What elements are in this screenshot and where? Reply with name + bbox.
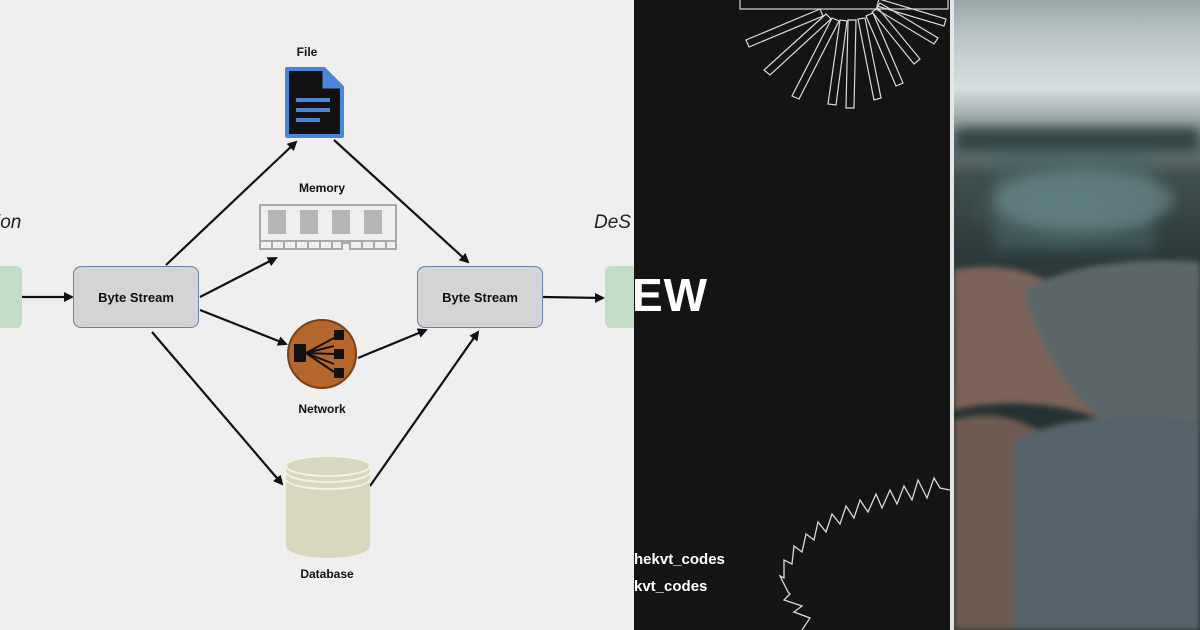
banner-title: EW — [634, 269, 709, 321]
arrow-stream-to-network — [199, 308, 288, 346]
diagram-panel: ion DeS Byte Stream Byte Stream File — [0, 0, 634, 630]
byte-stream-right: Byte Stream — [417, 266, 543, 328]
photo-panel — [954, 0, 1200, 630]
arrow-stream-to-target — [542, 292, 605, 303]
database-label: Database — [300, 567, 354, 581]
arrow-stream-to-file — [165, 140, 298, 266]
arrow-stream-to-database — [151, 331, 284, 486]
file-icon — [285, 67, 344, 138]
diagram-arrows — [22, 139, 605, 487]
handle-line-1: hekvt_codes — [634, 551, 725, 568]
serialization-label: ion — [0, 212, 22, 233]
source-object-block — [0, 266, 22, 328]
deserialization-label: DeS — [594, 212, 631, 233]
banner-panel: EW hekvt_codes kvt_codes — [634, 0, 950, 630]
network-label: Network — [298, 402, 346, 416]
target-object-block — [605, 266, 634, 328]
byte-stream-left: Byte Stream — [73, 266, 199, 328]
starburst-decoration — [739, 0, 949, 109]
zigzag-decoration — [778, 476, 950, 630]
photo-image — [954, 128, 1200, 630]
handle-line-2: kvt_codes — [634, 578, 708, 595]
database-icon — [285, 455, 371, 558]
memory-icon — [259, 204, 397, 250]
panel-divider — [950, 0, 954, 630]
arrow-network-to-stream — [357, 328, 428, 360]
file-label: File — [296, 45, 318, 59]
arrow-stream-to-memory — [199, 257, 278, 298]
memory-label: Memory — [298, 181, 345, 195]
arrow-database-to-stream — [369, 330, 480, 487]
network-icon — [287, 319, 357, 389]
arrow-file-to-stream — [333, 139, 470, 264]
